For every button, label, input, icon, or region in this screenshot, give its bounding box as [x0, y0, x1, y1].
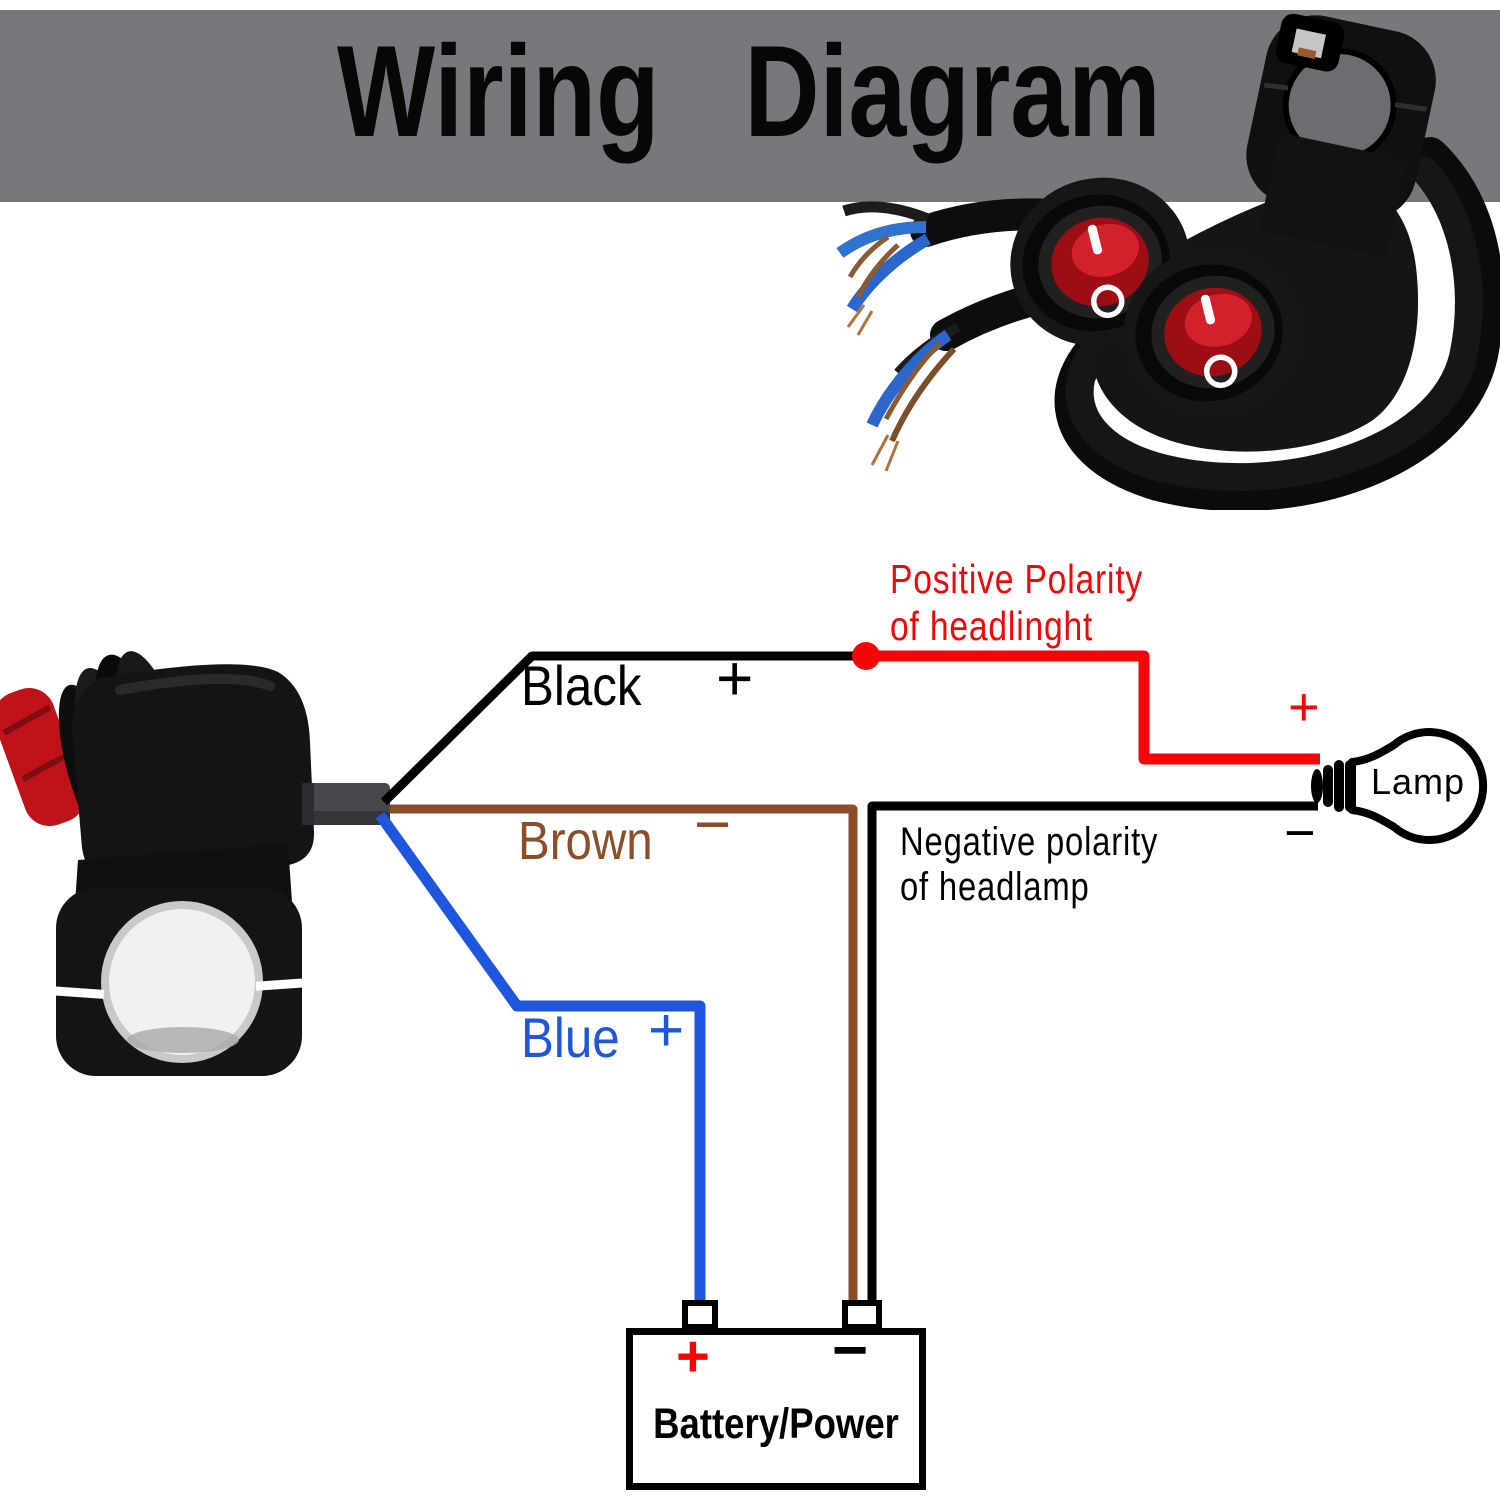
blue-wire [375, 811, 706, 1321]
clamp-bore [105, 905, 259, 1059]
brown-wire-polarity: − [694, 788, 732, 860]
black-wire [380, 651, 866, 806]
positive-polarity-line2: of headlinght [890, 603, 1094, 649]
clamp-block [49, 888, 307, 1076]
battery-positive-terminal [682, 1300, 718, 1330]
switch-illustration [0, 651, 390, 1076]
blue-wire-label: Blue [521, 1006, 620, 1069]
negative-polarity-line2: of headlamp [900, 865, 1090, 909]
brown-wire-label: Brown [518, 811, 653, 871]
brown-wire [390, 804, 858, 1321]
battery-box: + − Battery/Power [626, 1300, 926, 1492]
page-title: Wiring Diagram [337, 18, 1161, 164]
black-wire-polarity: + [716, 642, 754, 714]
battery-minus-sign: − [832, 1316, 869, 1385]
switch2-on-mark [1200, 294, 1216, 325]
lamp-positive-sign: + [1288, 677, 1320, 737]
cable-loop [1054, 137, 1500, 510]
battery-negative-terminal [842, 1300, 882, 1330]
switch-housing [71, 664, 315, 883]
red-wire-positive [866, 650, 1320, 765]
positive-polarity-line1: Positive Polarity [890, 556, 1144, 602]
switch1-on-mark [1087, 224, 1103, 255]
rocker-red-button [0, 687, 86, 827]
negative-polarity-line1: Negative polarity [900, 820, 1159, 864]
black-wire-negative [867, 801, 1318, 1321]
battery-plus-sign: + [676, 1324, 710, 1389]
connector-stub [302, 783, 390, 825]
lamp-negative-sign: − [1284, 803, 1316, 863]
switch2-off-mark [1203, 354, 1238, 389]
stripped-wires [836, 201, 961, 472]
positive-polarity-note: Positive Polarity of headlinght [890, 556, 1143, 650]
lamp-label: Lamp [1371, 761, 1466, 802]
lamp-bulb-icon [1311, 728, 1488, 844]
rocker-switch-2 [1123, 247, 1303, 417]
blue-wire-polarity: + [648, 996, 685, 1065]
black-wire-label: Black [521, 654, 642, 717]
junction-dot [852, 642, 880, 670]
switch1-off-mark [1090, 284, 1125, 319]
battery-label: Battery/Power [653, 1400, 899, 1448]
negative-polarity-note: Negative polarity of headlamp [900, 820, 1158, 910]
product-photo [836, 13, 1500, 510]
battery-outline [626, 1328, 926, 1490]
